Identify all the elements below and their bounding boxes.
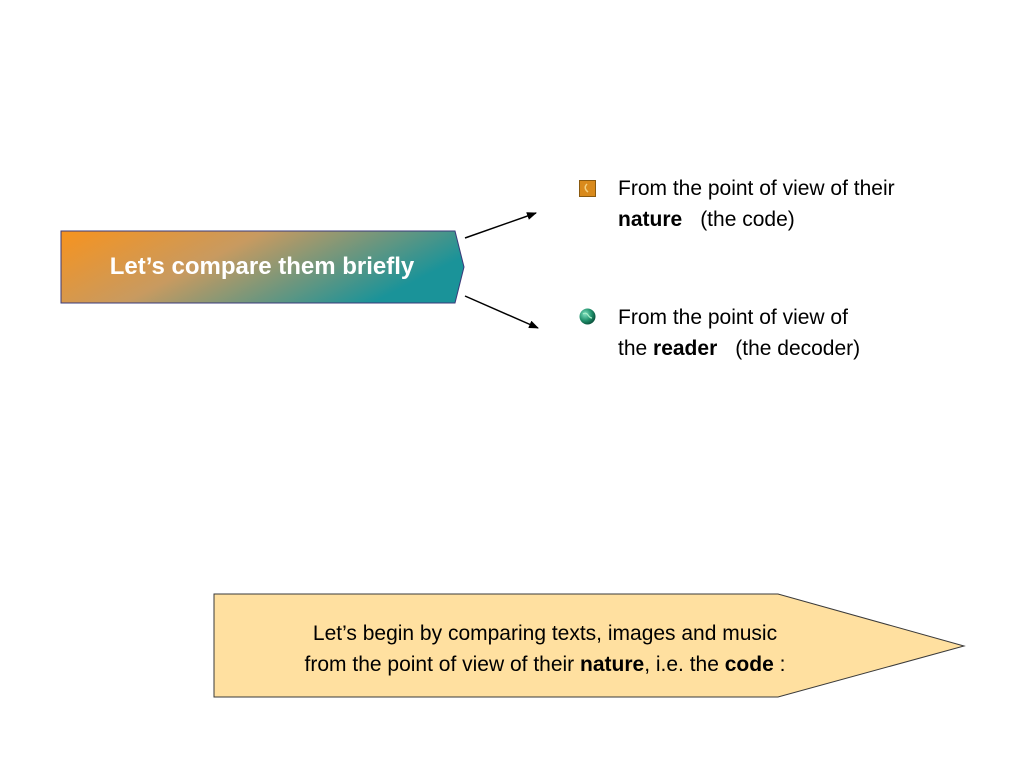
point-reader-prefix: the: [618, 337, 654, 360]
point-nature-line1: From the point of view of their: [618, 177, 895, 200]
bottom-callout-shape: [213, 593, 966, 698]
bottom-callout-prefix: from the point of view of their: [304, 653, 581, 676]
point-nature-bold: nature: [618, 208, 683, 231]
bottom-callout-text: Let’s begin by comparing texts, images a…: [215, 618, 875, 680]
point-reader-bold: reader: [653, 337, 718, 360]
bottom-callout-bold-code: code: [724, 653, 774, 676]
point-nature-line2: nature (the code): [618, 204, 895, 235]
bottom-callout-bold-nature: nature: [580, 653, 645, 676]
main-arrow-shape: [60, 230, 465, 304]
bottom-callout-line1: Let’s begin by comparing texts, images a…: [312, 622, 778, 645]
point-nature: From the point of view of their nature (t…: [618, 173, 895, 235]
bottom-callout-suffix: :: [773, 653, 786, 676]
point-nature-rest: (the code): [700, 208, 795, 231]
main-arrow-label: Let’s compare them briefly: [109, 253, 415, 280]
bottom-callout-middle: , i.e. the: [644, 653, 725, 676]
bottom-callout-line2: from the point of view of their nature, …: [215, 649, 875, 680]
point-reader: From the point of view of the reader (the…: [618, 302, 860, 364]
lower-connector-arrow: [464, 295, 539, 329]
upper-connector-arrow: [464, 212, 537, 239]
point-reader-line1: From the point of view of: [618, 306, 848, 329]
point-reader-rest: (the decoder): [735, 337, 861, 360]
green-globe-bullet-icon: [579, 308, 596, 325]
point-reader-line2: the reader (the decoder): [618, 333, 860, 364]
orange-square-bullet-icon: [579, 180, 596, 197]
